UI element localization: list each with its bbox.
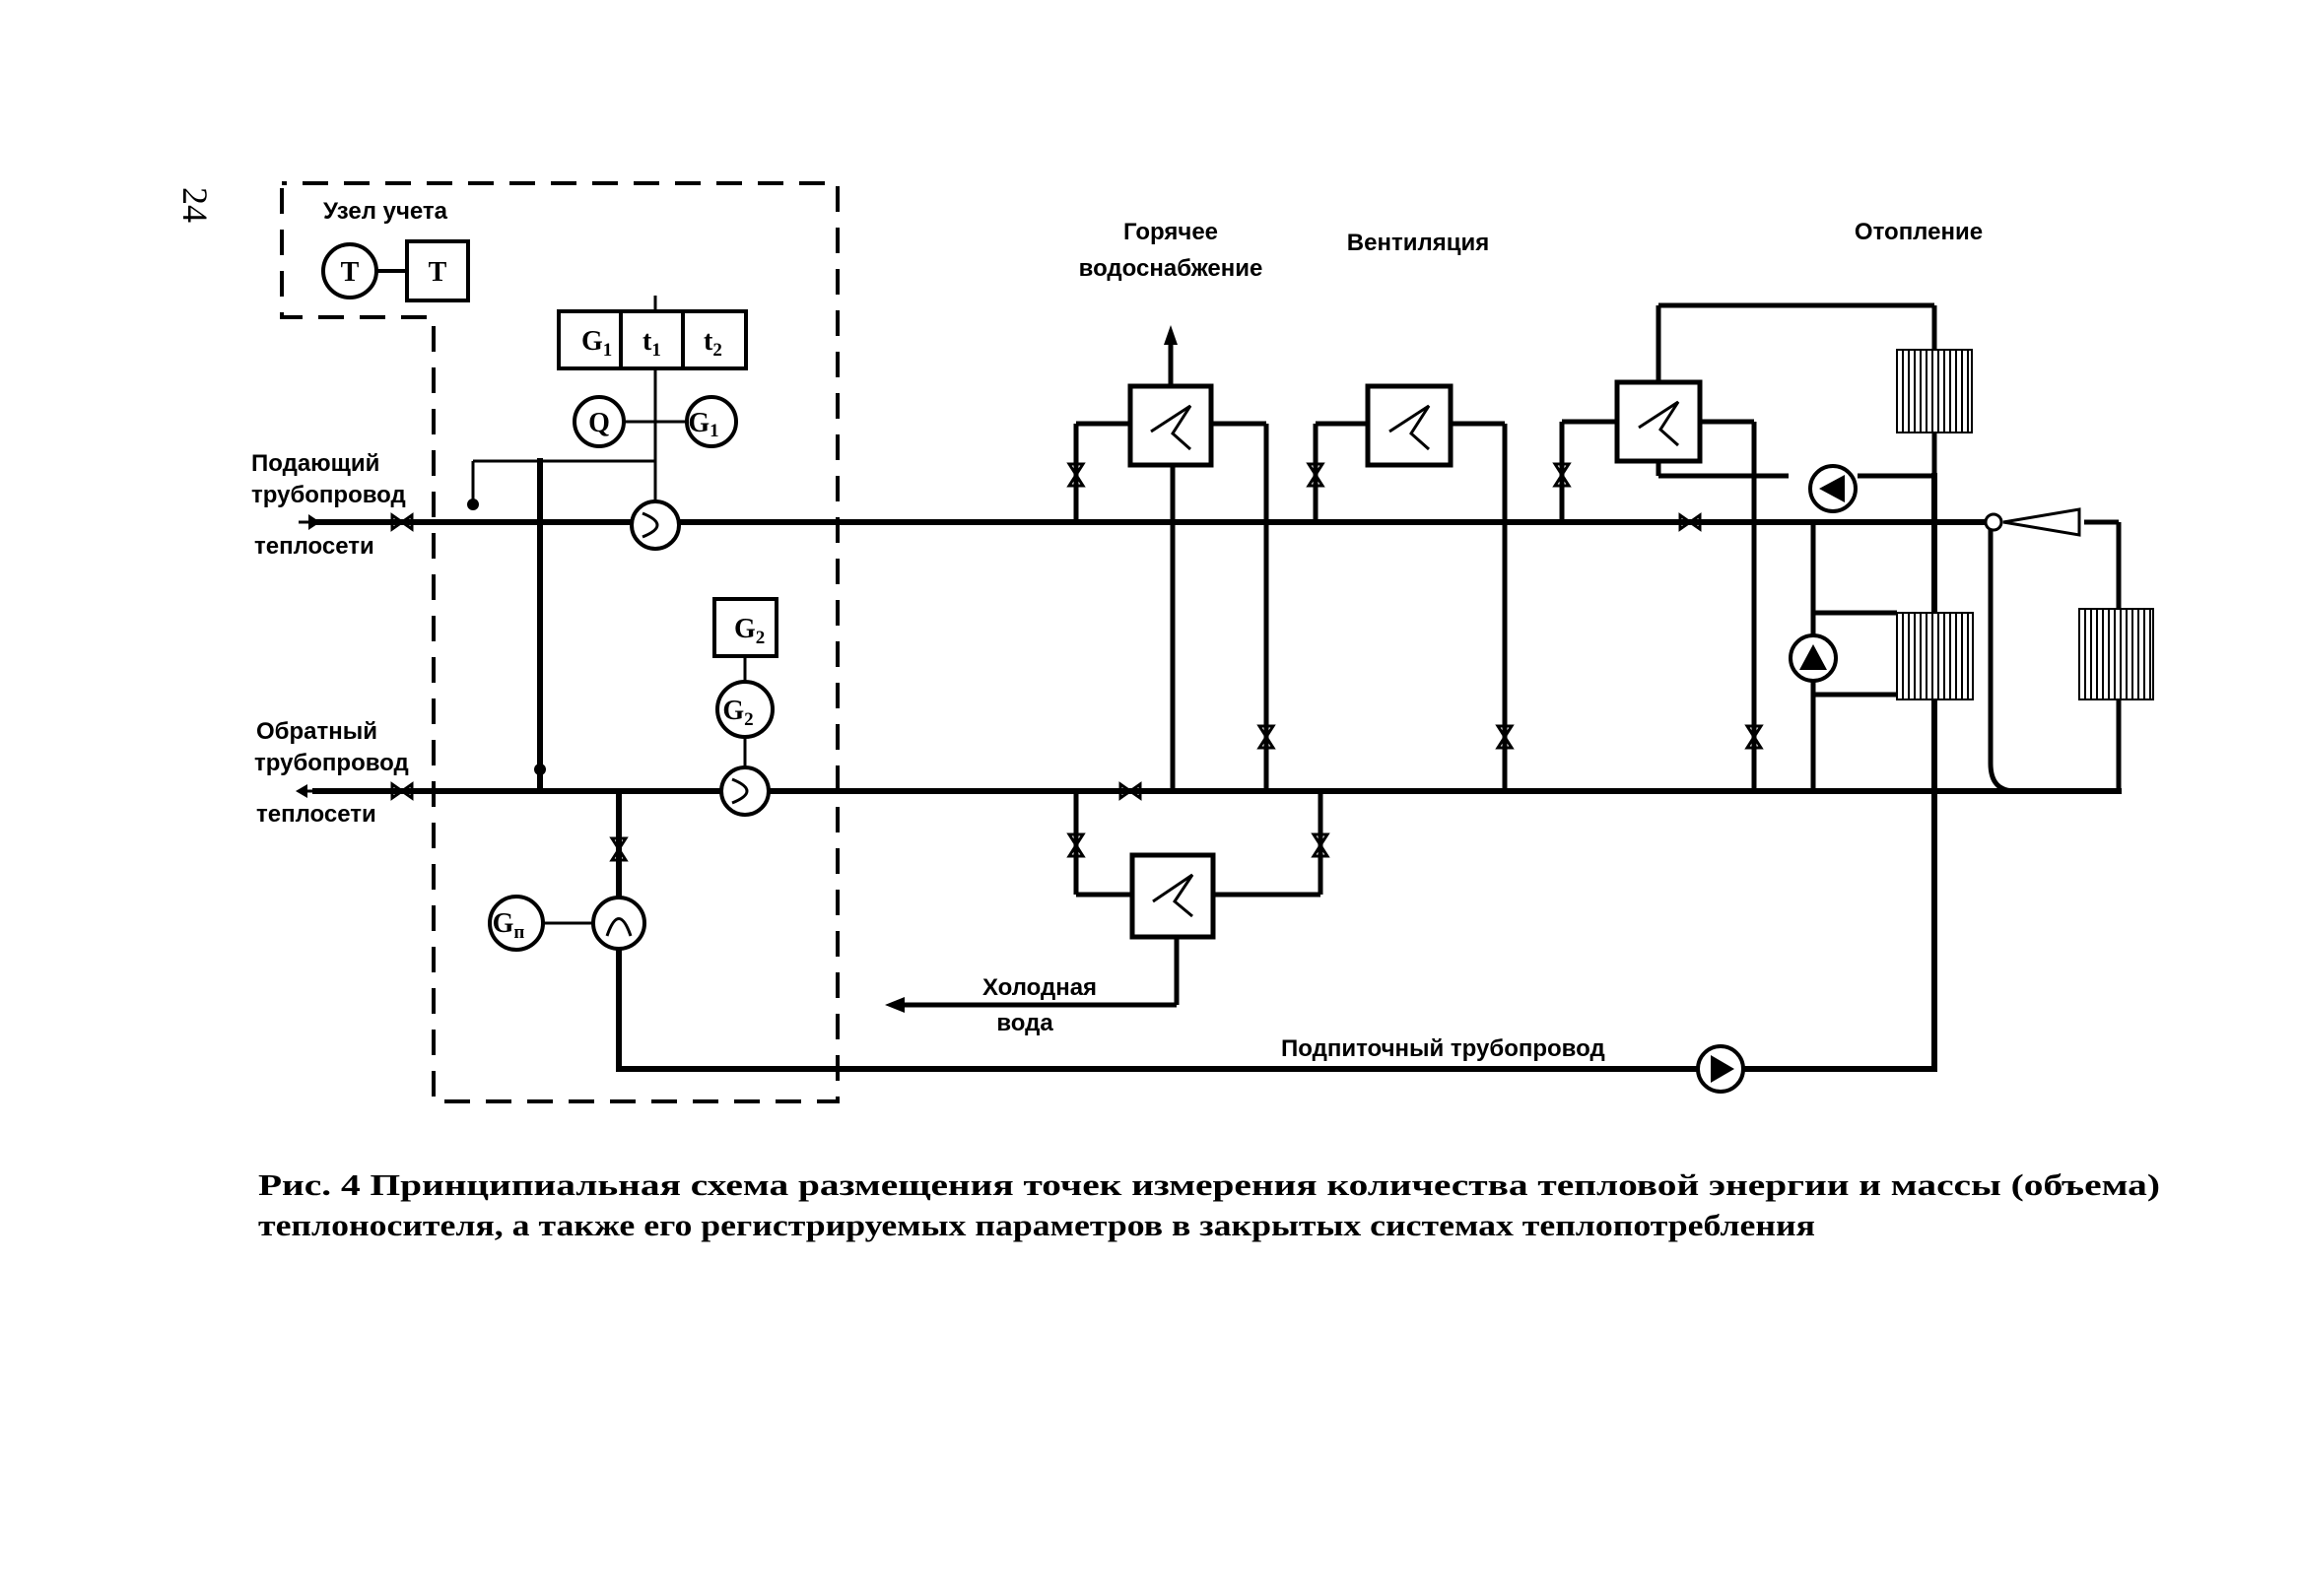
dependent-circuit-pump xyxy=(1789,633,1838,683)
makeup-pump xyxy=(1696,1044,1745,1094)
supply-line-label-2: трубопровод xyxy=(251,482,406,508)
metering-unit-title: Узел учета xyxy=(323,198,448,225)
return-line-label-3: теплосети xyxy=(256,801,376,828)
supply-instrument-box: G1 t1 t2 xyxy=(557,309,748,370)
return-instrument-box: G2 xyxy=(712,597,778,658)
svg-text:G2: G2 xyxy=(722,696,753,730)
return-line-label-1: Обратный xyxy=(256,718,377,745)
ventilation-heater xyxy=(1313,383,1508,791)
svg-text:G2: G2 xyxy=(734,614,765,648)
hot-water-outlet-arrow xyxy=(1164,325,1178,345)
svg-text:t2: t2 xyxy=(704,326,722,361)
svg-text:G1: G1 xyxy=(581,326,612,361)
metering-boundary xyxy=(280,181,840,1103)
cold-water-label-2: вода xyxy=(996,1010,1053,1036)
cold-water-label-1: Холодная xyxy=(982,974,1097,1001)
return-line-label-2: трубопровод xyxy=(254,750,409,776)
supply-line-label-3: теплосети xyxy=(254,533,374,560)
pipelines xyxy=(312,458,2122,1072)
heating-heat-exchanger xyxy=(1559,302,1937,791)
metering-unit-calculator: T xyxy=(405,239,470,302)
heat-meter-q: Q xyxy=(573,395,626,448)
svg-text:Q: Q xyxy=(588,408,610,438)
hot-water-label-2: водоснабжение xyxy=(1079,255,1263,282)
svg-text:T: T xyxy=(341,257,360,288)
heating-circulation-pump xyxy=(1808,464,1858,513)
hot-water-heater xyxy=(1073,340,1269,791)
figure-caption-line-1: Рис. 4 Принципиальная схема размещения т… xyxy=(258,1167,2160,1202)
makeup-flow-transducer xyxy=(591,896,646,951)
svg-text:T: T xyxy=(429,257,447,288)
svg-text:t1: t1 xyxy=(642,326,661,361)
supply-flow-meter-g1: G1 xyxy=(685,395,738,448)
second-stage-heater xyxy=(897,791,1323,1008)
page-number: 24 xyxy=(175,187,215,223)
svg-text:G1: G1 xyxy=(688,408,718,441)
supply-line-label-1: Подающий xyxy=(251,450,379,477)
ventilation-label: Вентиляция xyxy=(1347,230,1489,256)
metering-unit-thermometer: T xyxy=(321,242,378,299)
heating-label: Отопление xyxy=(1855,219,1983,245)
supply-inlet-arrow xyxy=(308,514,320,530)
elevator-jet-pump xyxy=(1984,507,2081,537)
return-flow-meter-g2: G2 xyxy=(715,680,775,739)
figure-caption-line-2: теплоносителя, а также его регистрируемы… xyxy=(258,1208,1815,1242)
makeup-flow-meter-gp: Gп xyxy=(488,895,545,952)
supply-flow-transducer xyxy=(630,499,681,551)
cold-water-inlet-arrow xyxy=(885,997,905,1013)
hot-water-label-1: Горячее xyxy=(1123,219,1218,245)
makeup-line-label: Подпиточный трубопровод xyxy=(1281,1035,1605,1062)
return-outlet-arrow xyxy=(296,784,307,798)
svg-text:Gп: Gп xyxy=(493,908,525,943)
return-flow-transducer xyxy=(719,765,771,817)
